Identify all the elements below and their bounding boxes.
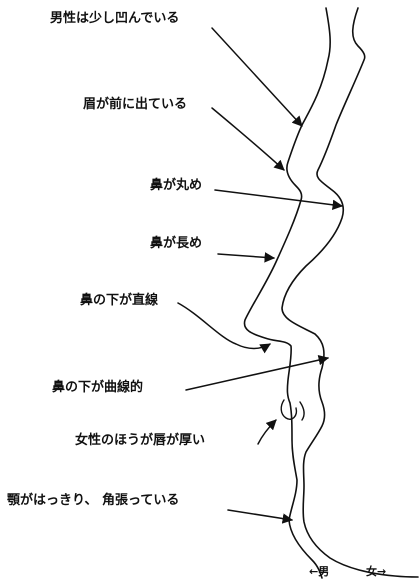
- label-under-nose-straight: 鼻の下が直線: [80, 293, 159, 308]
- arrow-under-nose-straight: [177, 302, 271, 354]
- label-male-slightly-concave: 男性は少し凹んでいる: [50, 11, 180, 26]
- arrow-jaw: [227, 509, 294, 524]
- label-nose-longer: 鼻が長め: [150, 236, 203, 251]
- male-profile-line: [243, 7, 331, 579]
- arrow-brow: [211, 107, 285, 171]
- arrow-lips: [257, 419, 277, 445]
- female-profile-line: [281, 7, 419, 578]
- label-under-nose-curved: 鼻の下が曲線的: [52, 380, 144, 395]
- lip-detail: [280, 399, 305, 421]
- legend-male: ←男: [309, 565, 330, 578]
- legend-female: 女→: [366, 565, 387, 578]
- label-jaw-defined: 顎がはっきり、 角張っている: [7, 493, 180, 508]
- arrow-under-nose-curved: [185, 354, 330, 391]
- label-female-thicker-lips: 女性のほうが唇が厚い: [75, 433, 206, 448]
- arrow-nose-rounded: [214, 189, 344, 211]
- annotation-arrows: [177, 27, 344, 524]
- arrow-male-concave: [211, 27, 303, 127]
- arrow-nose-long: [217, 252, 276, 263]
- label-brow-protrudes: 眉が前に出ている: [83, 97, 188, 112]
- label-nose-rounded: 鼻が丸め: [150, 178, 203, 193]
